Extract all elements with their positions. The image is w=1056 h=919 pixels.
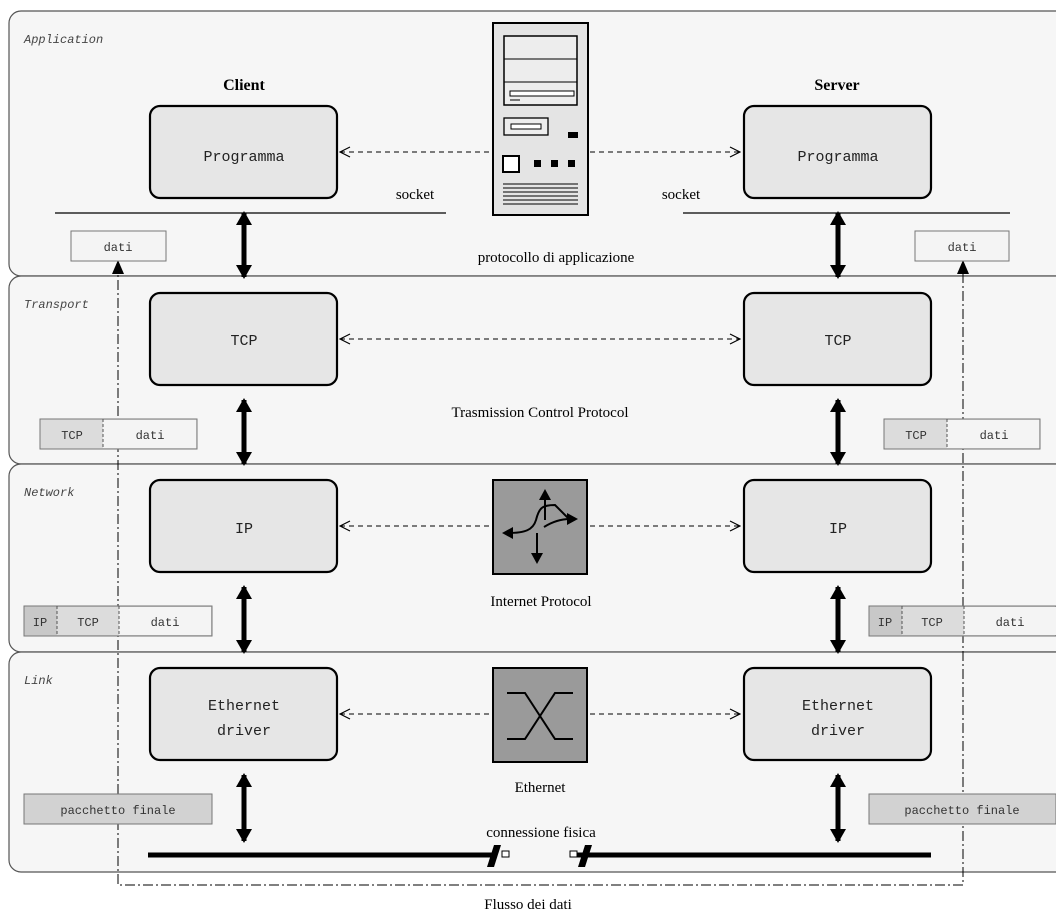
packet-final-label: pacchetto finale	[904, 804, 1019, 818]
server-packet-transport: TCP dati	[883, 418, 1041, 450]
client-box-ip-label: IP	[235, 521, 253, 538]
client-box-tcp: TCP	[148, 291, 339, 387]
peer-dashed-arrows	[340, 152, 740, 714]
packet-ip-header-label: IP	[33, 616, 47, 630]
server-box-ip: IP	[742, 478, 933, 574]
physical-cable	[148, 845, 931, 867]
packet-data-label: dati	[948, 241, 977, 255]
packet-data-label: dati	[996, 616, 1025, 630]
client-packet-application: dati	[70, 230, 167, 262]
caption-data-flow: Flusso dei dati	[484, 897, 572, 913]
data-flow-arrowhead-right	[957, 260, 969, 274]
layer-label-transport: Transport	[24, 298, 89, 312]
packet-tcp-header-label: TCP	[905, 429, 927, 443]
layer-label-link: Link	[24, 674, 54, 688]
client-box-driver-label: driver	[217, 723, 271, 740]
client-packet-network: IP TCP dati	[23, 605, 213, 637]
client-box-programma-label: Programma	[203, 149, 284, 166]
switch-icon	[492, 667, 588, 763]
caption-internet-protocol: Internet Protocol	[490, 594, 591, 610]
server-box-driver-label: driver	[811, 723, 865, 740]
server-packet-application: dati	[914, 230, 1010, 262]
server-box-programma: Programma	[742, 104, 933, 200]
caption-ethernet: Ethernet	[515, 780, 567, 796]
packet-data-label: dati	[980, 429, 1009, 443]
packet-tcp-header-label: TCP	[77, 616, 99, 630]
server-box-tcp-label: TCP	[824, 333, 851, 350]
server-box-ethernet-label: Ethernet	[802, 698, 874, 715]
data-flow-arrowhead-left	[112, 260, 124, 274]
packet-tcp-header-label: TCP	[61, 429, 83, 443]
server-socket-label: socket	[662, 187, 701, 203]
server-tower-icon	[492, 22, 589, 216]
server-packet-link: pacchetto finale	[868, 793, 1056, 825]
packet-data-label: dati	[104, 241, 133, 255]
client-box-ethernet-driver: Ethernet driver	[148, 666, 339, 762]
packet-tcp-header-label: TCP	[921, 616, 943, 630]
client-title: Client	[223, 77, 265, 94]
caption-physical-connection: connessione fisica	[486, 825, 596, 841]
client-box-programma: Programma	[148, 104, 339, 200]
server-box-programma-label: Programma	[797, 149, 878, 166]
packet-data-label: dati	[151, 616, 180, 630]
layer-label-application: Application	[23, 33, 103, 47]
packet-ip-header-label: IP	[878, 616, 892, 630]
router-icon	[492, 479, 588, 575]
server-box-ethernet-driver: Ethernet driver	[742, 666, 933, 762]
data-flow-path	[117, 262, 964, 886]
packet-data-label: dati	[136, 429, 165, 443]
caption-transport-protocol: Trasmission Control Protocol	[452, 405, 629, 421]
packet-final-label: pacchetto finale	[60, 804, 175, 818]
client-box-tcp-label: TCP	[230, 333, 257, 350]
caption-application-protocol: protocollo di applicazione	[478, 250, 635, 266]
server-box-tcp: TCP	[742, 291, 933, 387]
client-box-ip: IP	[148, 478, 339, 574]
client-packet-transport: TCP dati	[39, 418, 198, 450]
server-title: Server	[814, 77, 859, 94]
server-box-ip-label: IP	[829, 521, 847, 538]
client-socket-label: socket	[396, 187, 435, 203]
layer-label-network: Network	[24, 486, 75, 500]
client-packet-link: pacchetto finale	[23, 793, 213, 825]
client-box-ethernet-label: Ethernet	[208, 698, 280, 715]
server-packet-network: IP TCP dati	[868, 605, 1056, 637]
